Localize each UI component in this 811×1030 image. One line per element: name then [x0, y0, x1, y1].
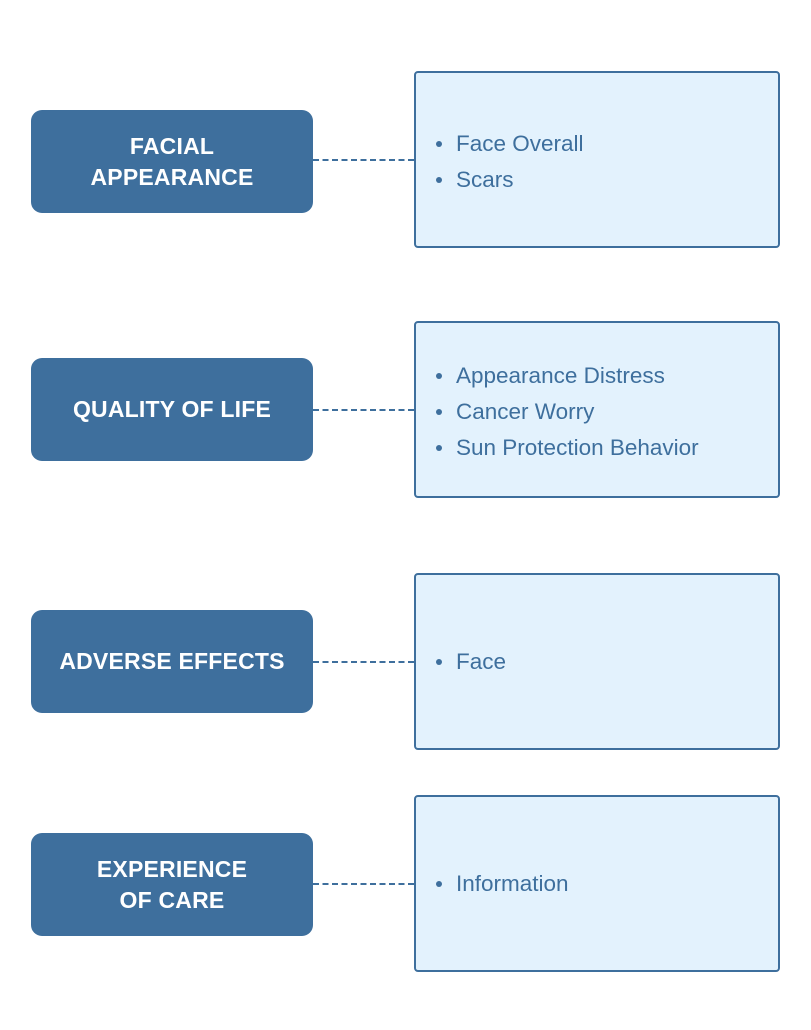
detail-item-label: Face Overall [456, 131, 584, 156]
detail-list: Information [436, 866, 770, 902]
detail-item-label: Appearance Distress [456, 363, 665, 388]
bullet-icon [436, 177, 442, 183]
category-label: QUALITY OF LIFE [72, 396, 272, 422]
category-box-quality-of-life: QUALITY OF LIFE [31, 358, 313, 461]
category-label: ADVERSE EFFECTS [59, 648, 285, 674]
detail-item: Appearance Distress [436, 358, 770, 394]
detail-box-facial-appearance: Face Overall Scars [414, 71, 780, 248]
bullet-icon [436, 373, 442, 379]
detail-box-experience-of-care: Information [414, 795, 780, 972]
detail-item: Scars [436, 162, 770, 198]
detail-item: Face Overall [436, 126, 770, 162]
category-box-experience-of-care: EXPERIENCE OF CARE [31, 833, 313, 936]
category-box-adverse-effects: ADVERSE EFFECTS [31, 610, 313, 713]
detail-item: Cancer Worry [436, 394, 770, 430]
detail-item-label: Scars [456, 167, 514, 192]
bullet-icon [436, 659, 442, 665]
dashed-connector [313, 409, 414, 411]
detail-item: Face [436, 644, 770, 680]
detail-box-adverse-effects: Face [414, 573, 780, 750]
detail-list: Face [436, 644, 770, 680]
detail-item-label: Sun Protection Behavior [456, 435, 699, 460]
dashed-connector [313, 159, 414, 161]
detail-item-label: Face [456, 649, 507, 674]
bullet-icon [436, 141, 442, 147]
detail-box-quality-of-life: Appearance Distress Cancer Worry Sun Pro… [414, 321, 780, 498]
category-label: FACIAL APPEARANCE [90, 132, 254, 190]
category-box-facial-appearance: FACIAL APPEARANCE [31, 110, 313, 213]
detail-item-label: Information [456, 871, 569, 896]
detail-item: Information [436, 866, 770, 902]
bullet-icon [436, 409, 442, 415]
detail-list: Face Overall Scars [436, 126, 770, 198]
category-label: EXPERIENCE OF CARE [96, 855, 248, 913]
detail-item: Sun Protection Behavior [436, 430, 770, 466]
bullet-icon [436, 881, 442, 887]
dashed-connector [313, 661, 414, 663]
bullet-icon [436, 445, 442, 451]
detail-list: Appearance Distress Cancer Worry Sun Pro… [436, 358, 770, 466]
detail-item-label: Cancer Worry [456, 399, 595, 424]
dashed-connector [313, 883, 414, 885]
